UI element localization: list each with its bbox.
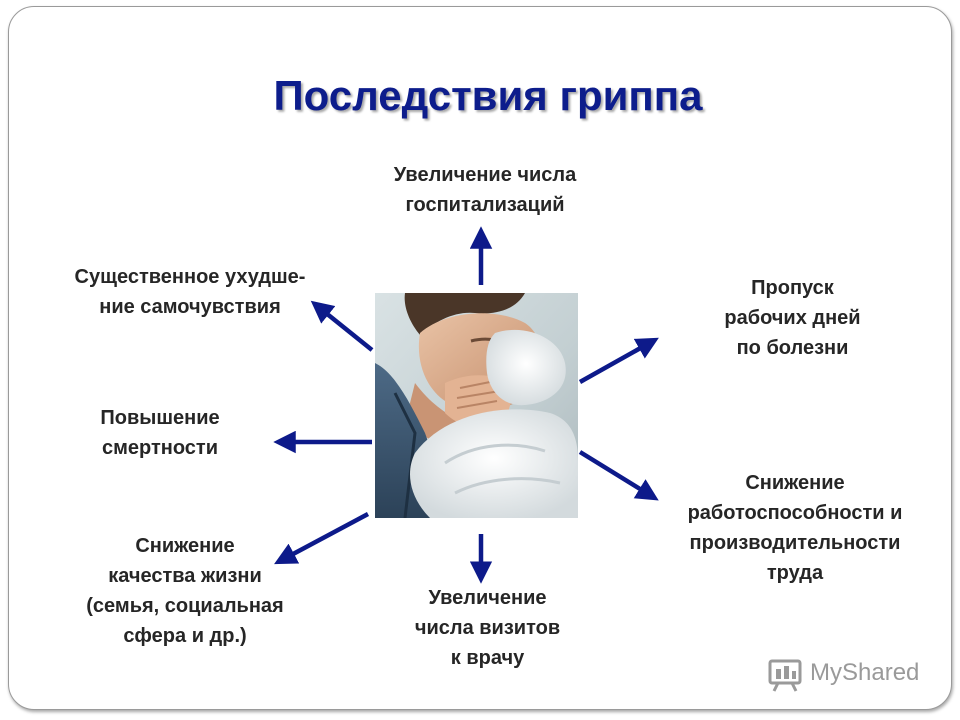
consequence-sick-days: Пропуск рабочих дней по болезни [724, 277, 861, 359]
presentation-icon [768, 659, 802, 692]
consequence-quality-of-life: Снижение качества жизни (семья, социальн… [86, 535, 284, 647]
consequence-hospitalizations: Увеличение числа госпитализаций [393, 164, 577, 216]
arrow-up-right [578, 337, 659, 384]
watermark-text: MyShared [810, 659, 920, 686]
consequence-mortality: Повышение смертности [100, 407, 220, 459]
consequence-doctor-visits: Увеличение числа визитов к врачу [414, 587, 561, 669]
watermark-logo: MyShared [766, 655, 936, 695]
slide-title: Последствия гриппа [273, 72, 703, 119]
arrow-down-left [274, 512, 370, 565]
consequence-wellbeing: Существенное ухудше- ние самочувствия [74, 266, 306, 318]
arrow-down-right [578, 450, 659, 501]
sneezing-person-photo [375, 293, 578, 518]
arrow-up-left [310, 300, 374, 352]
consequence-productivity: Снижение работоспособности и производите… [687, 472, 903, 584]
